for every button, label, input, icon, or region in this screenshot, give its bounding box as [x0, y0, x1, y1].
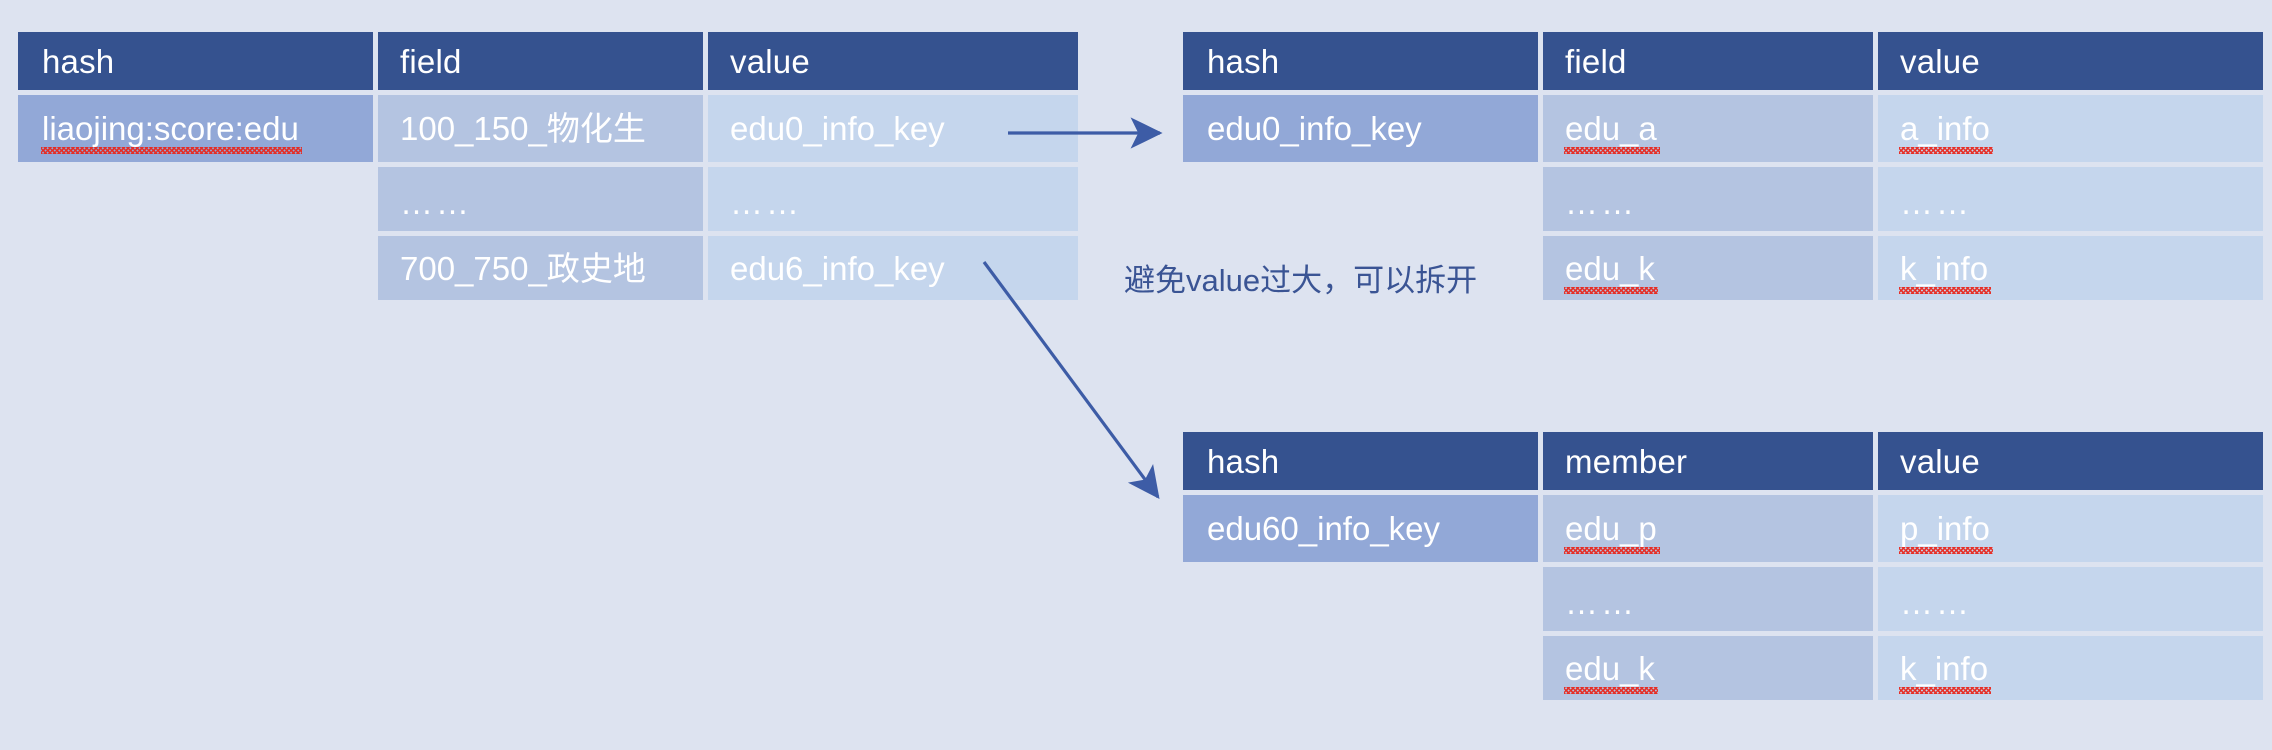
column-member-bottom: member edu_p …… edu_k [1543, 432, 1873, 700]
header-value: value [708, 32, 1078, 90]
cell-field-top-row2-ellipsis: …… [1543, 167, 1873, 231]
cell-value-row1: edu0_info_key [708, 95, 1078, 162]
cell-field-top-row3: edu_k [1543, 236, 1873, 300]
cell-value-bottom-row3: k_info [1878, 636, 2263, 700]
cell-field-row1: 100_150_物化生 [378, 95, 703, 162]
cell-value-row3: edu6_info_key [708, 236, 1078, 300]
cell-hash-top-key: edu0_info_key [1183, 95, 1538, 162]
source-hash-table: hash liaojing:score:edu field 100_150_物化… [18, 32, 1078, 300]
cell-value-top-row3: k_info [1878, 236, 2263, 300]
column-hash: hash liaojing:score:edu [18, 32, 373, 300]
header-hash-bottom: hash [1183, 432, 1538, 490]
header-value-bottom: value [1878, 432, 2263, 490]
cell-hash-bottom-empty-2 [1183, 636, 1538, 700]
header-hash: hash [18, 32, 373, 90]
column-hash-top: hash edu0_info_key [1183, 32, 1538, 300]
cell-field-row3: 700_750_政史地 [378, 236, 703, 300]
column-field: field 100_150_物化生 …… 700_750_政史地 [378, 32, 703, 300]
cell-hash-empty-2 [18, 236, 373, 300]
header-value-top: value [1878, 32, 2263, 90]
cell-hash-top-empty-1 [1183, 167, 1538, 231]
cell-member-bottom-row1: edu_p [1543, 495, 1873, 562]
cell-value-row2-ellipsis: …… [708, 167, 1078, 231]
split-note-label: 避免value过大，可以拆开 [1124, 263, 1478, 298]
cell-value-top-row2-ellipsis: …… [1878, 167, 2263, 231]
header-member-bottom: member [1543, 432, 1873, 490]
header-field: field [378, 32, 703, 90]
cell-value-bottom-row2-ellipsis: …… [1878, 567, 2263, 631]
column-value-top: value a_info …… k_info [1878, 32, 2263, 300]
cell-field-top-row1: edu_a [1543, 95, 1873, 162]
cell-value-top-row1: a_info [1878, 95, 2263, 162]
header-field-top: field [1543, 32, 1873, 90]
cell-hash-bottom-key: edu60_info_key [1183, 495, 1538, 562]
cell-member-bottom-row2-ellipsis: …… [1543, 567, 1873, 631]
cell-member-bottom-row3: edu_k [1543, 636, 1873, 700]
cell-hash-bottom-empty-1 [1183, 567, 1538, 631]
edu60-detail-hash-table: hash edu60_info_key member edu_p …… [1183, 432, 2263, 700]
column-value: value edu0_info_key …… edu6_info_key [708, 32, 1078, 300]
cell-value-bottom-row1: p_info [1878, 495, 2263, 562]
cell-field-row2-ellipsis: …… [378, 167, 703, 231]
column-hash-bottom: hash edu60_info_key [1183, 432, 1538, 700]
column-field-top: field edu_a …… edu_k [1543, 32, 1873, 300]
column-value-bottom: value p_info …… k_info [1878, 432, 2263, 700]
cell-hash-empty-1 [18, 167, 373, 231]
header-hash-top: hash [1183, 32, 1538, 90]
cell-hash-key: liaojing:score:edu [18, 95, 373, 162]
edu0-detail-hash-table: hash edu0_info_key field edu_a …… [1183, 32, 2263, 300]
